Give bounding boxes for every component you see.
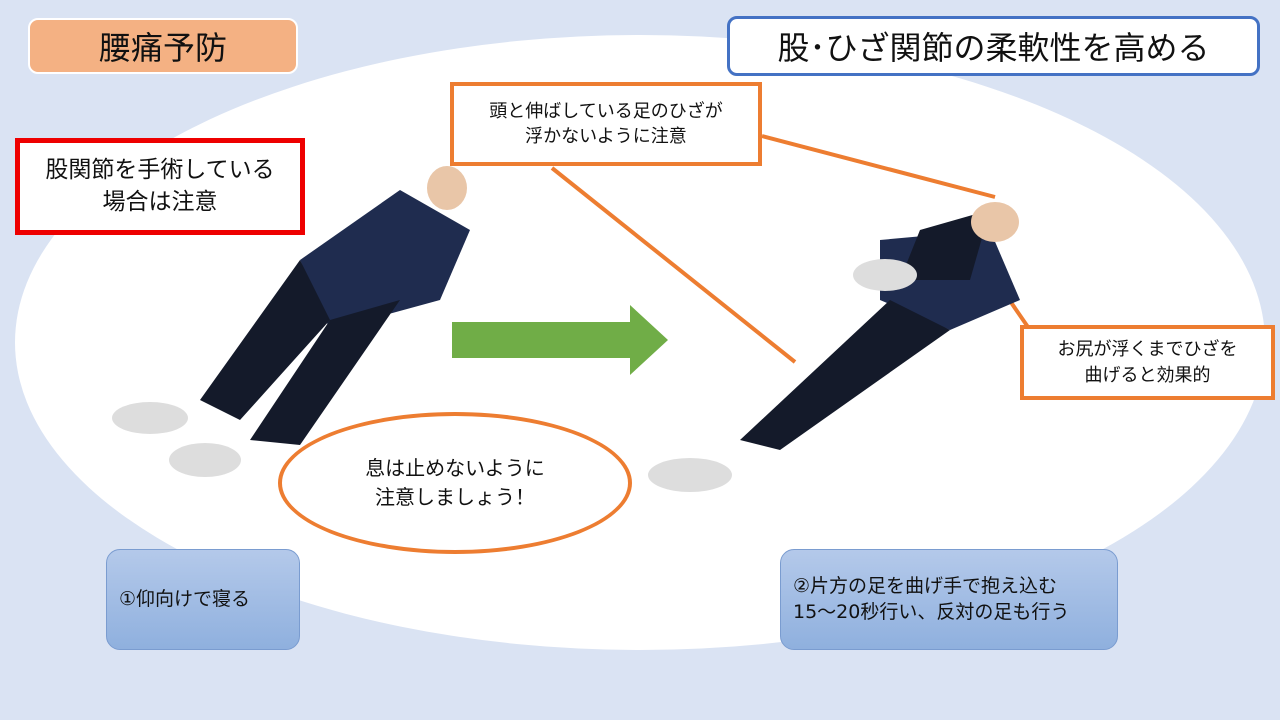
person-lying-flat-image xyxy=(112,166,470,477)
note-line: 息は止めないように xyxy=(365,456,545,480)
page-title: 腰痛予防 xyxy=(28,18,298,74)
pointer-line-knee xyxy=(550,166,797,364)
warning-line: 場合は注意 xyxy=(102,188,218,215)
page-subtitle: 股･ひざ関節の柔軟性を高める xyxy=(727,16,1260,76)
pointer-line-head xyxy=(761,134,996,199)
breathing-note: 息は止めないように 注意しましょう！ xyxy=(278,412,632,554)
step-line: ①仰向けで寝る xyxy=(119,587,251,610)
step-2-box: ②片方の足を曲げ手で抱え込む 15～20秒行い、反対の足も行う xyxy=(780,549,1118,650)
callout-line: 曲げると効果的 xyxy=(1084,364,1211,386)
head-knee-callout: 頭と伸ばしている足のひざが 浮かないように注意 xyxy=(450,82,762,166)
surgery-warning-box: 股関節を手術している 場合は注意 xyxy=(15,138,305,235)
callout-line: 浮かないように注意 xyxy=(525,126,687,147)
step-line: 15～20秒行い、反対の足も行う xyxy=(793,600,1070,623)
warning-line: 股関節を手術している xyxy=(45,157,275,184)
hip-callout: お尻が浮くまでひざを 曲げると効果的 xyxy=(1020,325,1275,400)
note-line: 注意しましょう！ xyxy=(374,485,535,509)
person-knee-to-chest-image xyxy=(648,202,1020,492)
step-1-box: ①仰向けで寝る xyxy=(106,549,300,650)
right-arrow-icon xyxy=(452,305,668,375)
step-line: ②片方の足を曲げ手で抱え込む xyxy=(793,574,1058,597)
callout-line: お尻が浮くまでひざを xyxy=(1057,339,1238,361)
callout-line: 頭と伸ばしている足のひざが xyxy=(489,100,723,122)
